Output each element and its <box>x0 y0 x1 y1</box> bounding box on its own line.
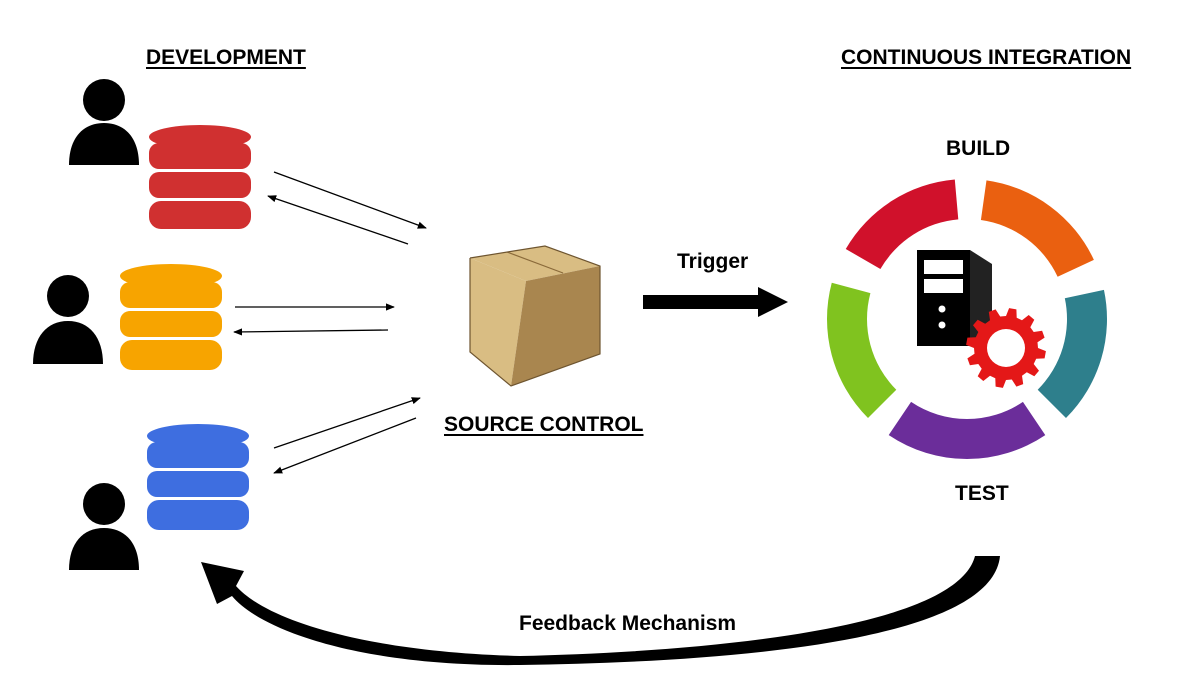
source-control-label: SOURCE CONTROL <box>444 413 644 436</box>
ring-segment-teal <box>1037 289 1107 418</box>
person-icon <box>33 275 103 364</box>
gear-icon <box>966 308 1046 388</box>
pull-arrow <box>267 195 409 245</box>
person-icon <box>69 79 139 165</box>
database-icon <box>149 125 251 229</box>
person-icon <box>69 483 139 570</box>
developer-2 <box>33 264 222 370</box>
ring-segment-green <box>827 282 897 418</box>
build-label: BUILD <box>946 137 1011 160</box>
box-icon <box>469 245 601 387</box>
trigger-label: Trigger <box>677 250 749 273</box>
ci-ring <box>827 179 1107 459</box>
developer-1 <box>69 79 251 229</box>
ring-segment-purple <box>888 401 1046 459</box>
push-arrow <box>273 397 421 449</box>
feedback-mechanism-label: Feedback Mechanism <box>519 612 737 635</box>
ring-segment-orange <box>980 180 1094 277</box>
ring-segment-red <box>845 179 959 269</box>
trigger-arrow <box>643 287 788 317</box>
pull-arrow <box>273 417 417 474</box>
gear-hole <box>987 329 1025 367</box>
continuous-integration-title: CONTINUOUS INTEGRATION <box>841 46 1132 69</box>
pull-arrow <box>233 328 389 336</box>
development-title: DEVELOPMENT <box>146 46 306 69</box>
push-arrow <box>273 171 427 229</box>
server-icon <box>917 250 992 346</box>
test-label: TEST <box>955 482 1009 505</box>
commit-arrows <box>233 171 427 474</box>
feedback-arrow <box>201 556 1000 666</box>
database-icon <box>147 424 249 530</box>
developer-3 <box>69 424 249 570</box>
database-icon <box>120 264 222 370</box>
